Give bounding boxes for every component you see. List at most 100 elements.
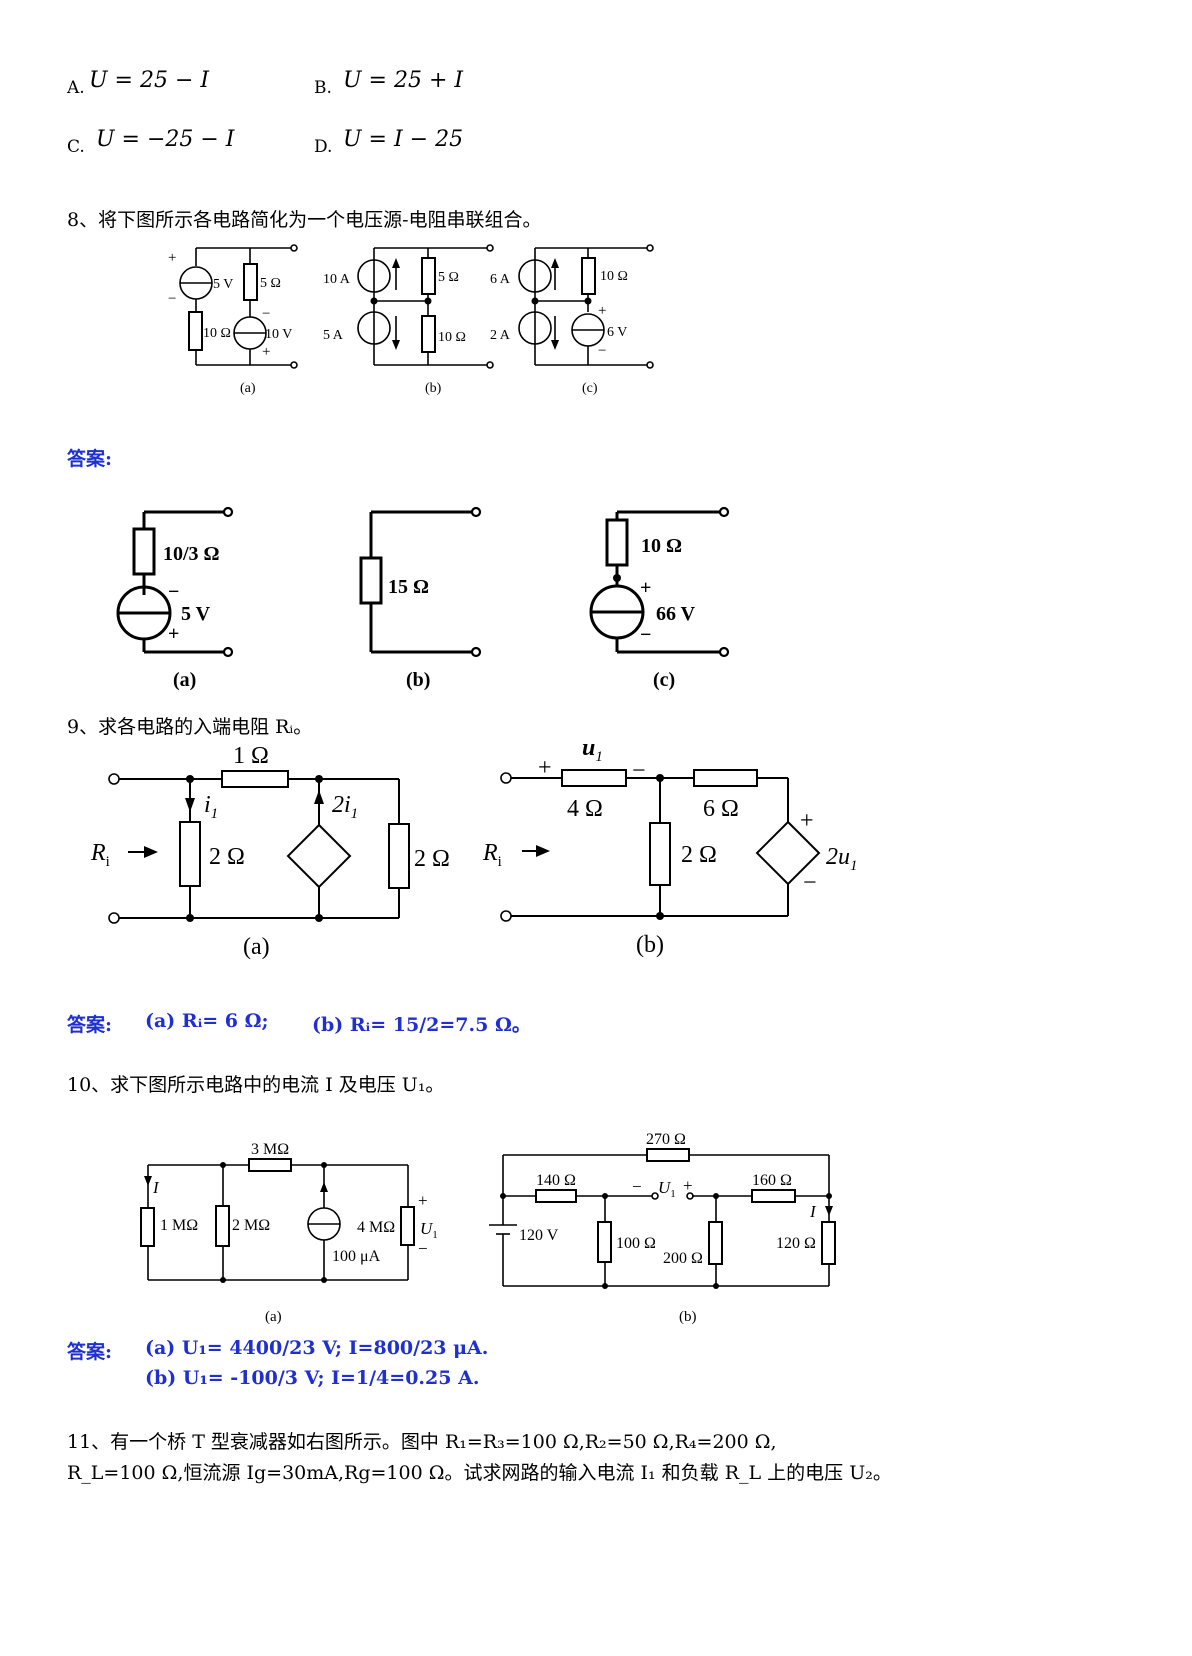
svg-text:(b): (b): [425, 381, 442, 396]
option-a-letter: A.: [67, 78, 85, 98]
svg-text:(b): (b): [406, 669, 430, 691]
svg-text:5 V: 5 V: [213, 277, 233, 292]
option-d-letter: D.: [314, 137, 333, 157]
q8-answer-fig-c: 10 Ω + 66 V − (c): [589, 506, 730, 691]
svg-text:I: I: [809, 1202, 817, 1221]
svg-text:10 Ω: 10 Ω: [600, 269, 628, 284]
svg-text:−: −: [632, 1177, 642, 1196]
option-d-expr: U = I − 25: [343, 127, 464, 152]
svg-text:i1: i1: [204, 792, 218, 822]
svg-text:10/3 Ω: 10/3 Ω: [163, 543, 220, 565]
svg-text:+: +: [538, 755, 552, 781]
q9-fig-b: + u1 − 4 Ω 6 Ω 2 Ω + 2u1 − Ri (b): [482, 735, 858, 958]
svg-text:−: −: [418, 1239, 428, 1258]
svg-text:Ri: Ri: [482, 840, 502, 870]
q9-fig-a: 1 Ω i1 2i1 2 Ω 2 Ω Ri (a): [90, 743, 450, 960]
svg-text:U1: U1: [658, 1178, 676, 1200]
svg-text:−: −: [632, 758, 646, 784]
svg-text:5 Ω: 5 Ω: [438, 270, 459, 285]
svg-text:−: −: [168, 581, 179, 603]
svg-text:6 V: 6 V: [607, 325, 627, 340]
q9-answer-a: (a) Rᵢ= 6 Ω;: [145, 1010, 269, 1032]
svg-text:(a): (a): [243, 934, 270, 960]
q8-fig-c: 6 A 10 Ω 2 A + 6 V − (c): [490, 244, 654, 396]
q8-answer-label: 答案:: [67, 448, 113, 470]
svg-text:270 Ω: 270 Ω: [646, 1131, 686, 1148]
svg-text:140 Ω: 140 Ω: [536, 1172, 576, 1189]
q8-fig-b: 10 A 5 Ω 5 A 10 Ω (b): [323, 244, 494, 396]
svg-text:+: +: [418, 1191, 428, 1210]
svg-text:u1: u1: [582, 735, 603, 765]
svg-text:4 MΩ: 4 MΩ: [357, 1219, 395, 1236]
svg-text:6 Ω: 6 Ω: [703, 796, 739, 822]
svg-text:10 Ω: 10 Ω: [438, 330, 466, 345]
svg-text:(b): (b): [679, 1309, 697, 1325]
q9-prompt: 9、求各电路的入端电阻 Rᵢ。: [67, 716, 313, 738]
svg-text:−: −: [803, 870, 817, 896]
svg-text:15 Ω: 15 Ω: [388, 576, 429, 598]
q9-answer-b: (b) Rᵢ= 15/2=7.5 Ω。: [312, 1014, 531, 1036]
svg-text:2 Ω: 2 Ω: [209, 844, 245, 870]
svg-text:2u1: 2u1: [826, 844, 858, 874]
svg-text:2 MΩ: 2 MΩ: [232, 1217, 270, 1234]
svg-text:2 Ω: 2 Ω: [414, 846, 450, 872]
svg-text:5 Ω: 5 Ω: [260, 276, 281, 291]
svg-text:(a): (a): [240, 381, 256, 396]
q10-answer-a: (a) U₁= 4400/23 V; I=800/23 μA.: [145, 1337, 489, 1359]
svg-text:+: +: [640, 577, 651, 599]
svg-text:(b): (b): [636, 932, 664, 958]
svg-text:5 V: 5 V: [181, 603, 211, 625]
svg-text:160 Ω: 160 Ω: [752, 1172, 792, 1189]
svg-text:U1: U1: [420, 1219, 438, 1241]
q10-fig-a: 3 MΩ I 1 MΩ 2 MΩ 4 MΩ 100 μA + U1 − (a): [140, 1141, 438, 1325]
q10-fig-b: 270 Ω 140 Ω 160 Ω − U1 + 120 V 100 Ω 200…: [489, 1131, 836, 1325]
q10-answer-label: 答案:: [67, 1341, 113, 1363]
svg-text:+: +: [262, 344, 270, 360]
svg-text:−: −: [598, 343, 606, 359]
svg-text:120 Ω: 120 Ω: [776, 1235, 816, 1252]
svg-text:(a): (a): [265, 1309, 282, 1325]
q8-prompt: 8、将下图所示各电路简化为一个电压源-电阻串联组合。: [67, 209, 542, 231]
q8-answer-fig-b: 15 Ω (b): [359, 506, 482, 691]
svg-text:(c): (c): [653, 669, 675, 691]
option-b-expr: U = 25 + I: [343, 68, 464, 93]
q9-answer-label: 答案:: [67, 1014, 113, 1036]
svg-text:+: +: [168, 623, 179, 645]
svg-text:−: −: [168, 291, 176, 307]
option-c-letter: C.: [67, 137, 85, 157]
svg-text:1 MΩ: 1 MΩ: [160, 1217, 198, 1234]
option-a-expr: U = 25 − I: [89, 68, 210, 93]
svg-text:1 Ω: 1 Ω: [233, 743, 269, 769]
svg-text:200 Ω: 200 Ω: [663, 1250, 703, 1267]
svg-text:(a): (a): [173, 669, 196, 691]
svg-text:3 MΩ: 3 MΩ: [251, 1141, 289, 1158]
svg-text:(c): (c): [582, 381, 598, 396]
q11-line-1: 11、有一个桥 T 型衰减器如右图所示。图中 R₁=R₃=100 Ω,R₂=50…: [67, 1431, 777, 1453]
svg-text:2 A: 2 A: [490, 328, 511, 343]
svg-text:+: +: [683, 1176, 693, 1195]
svg-text:100 Ω: 100 Ω: [616, 1235, 656, 1252]
svg-text:10 Ω: 10 Ω: [641, 535, 682, 557]
svg-text:+: +: [800, 808, 814, 834]
q8-fig-a: + − 5 V 5 Ω 10 Ω − 10 V + (a): [168, 244, 298, 396]
svg-text:10 A: 10 A: [323, 272, 351, 287]
q8-answer-fig-a: 10/3 Ω − 5 V + (a): [116, 506, 234, 691]
option-c-expr: U = −25 − I: [96, 127, 235, 152]
svg-text:−: −: [640, 624, 651, 646]
svg-text:10 Ω: 10 Ω: [203, 326, 231, 341]
svg-text:Ri: Ri: [90, 840, 110, 870]
svg-text:2i1: 2i1: [332, 792, 358, 822]
svg-text:I: I: [152, 1178, 160, 1197]
svg-text:2 Ω: 2 Ω: [681, 842, 717, 868]
q11-line-2: R_L=100 Ω,恒流源 Ig=30mA,Rg=100 Ω。试求网路的输入电流…: [67, 1462, 892, 1484]
plus-sign: +: [168, 250, 176, 266]
svg-text:4 Ω: 4 Ω: [567, 796, 603, 822]
option-b-letter: B.: [314, 78, 332, 98]
svg-text:−: −: [262, 306, 270, 322]
svg-text:5 A: 5 A: [323, 328, 344, 343]
q10-answer-b: (b) U₁= -100/3 V; I=1/4=0.25 A.: [145, 1367, 480, 1389]
svg-text:66 V: 66 V: [656, 603, 696, 625]
svg-text:6 A: 6 A: [490, 272, 511, 287]
svg-text:10 V: 10 V: [265, 327, 292, 342]
